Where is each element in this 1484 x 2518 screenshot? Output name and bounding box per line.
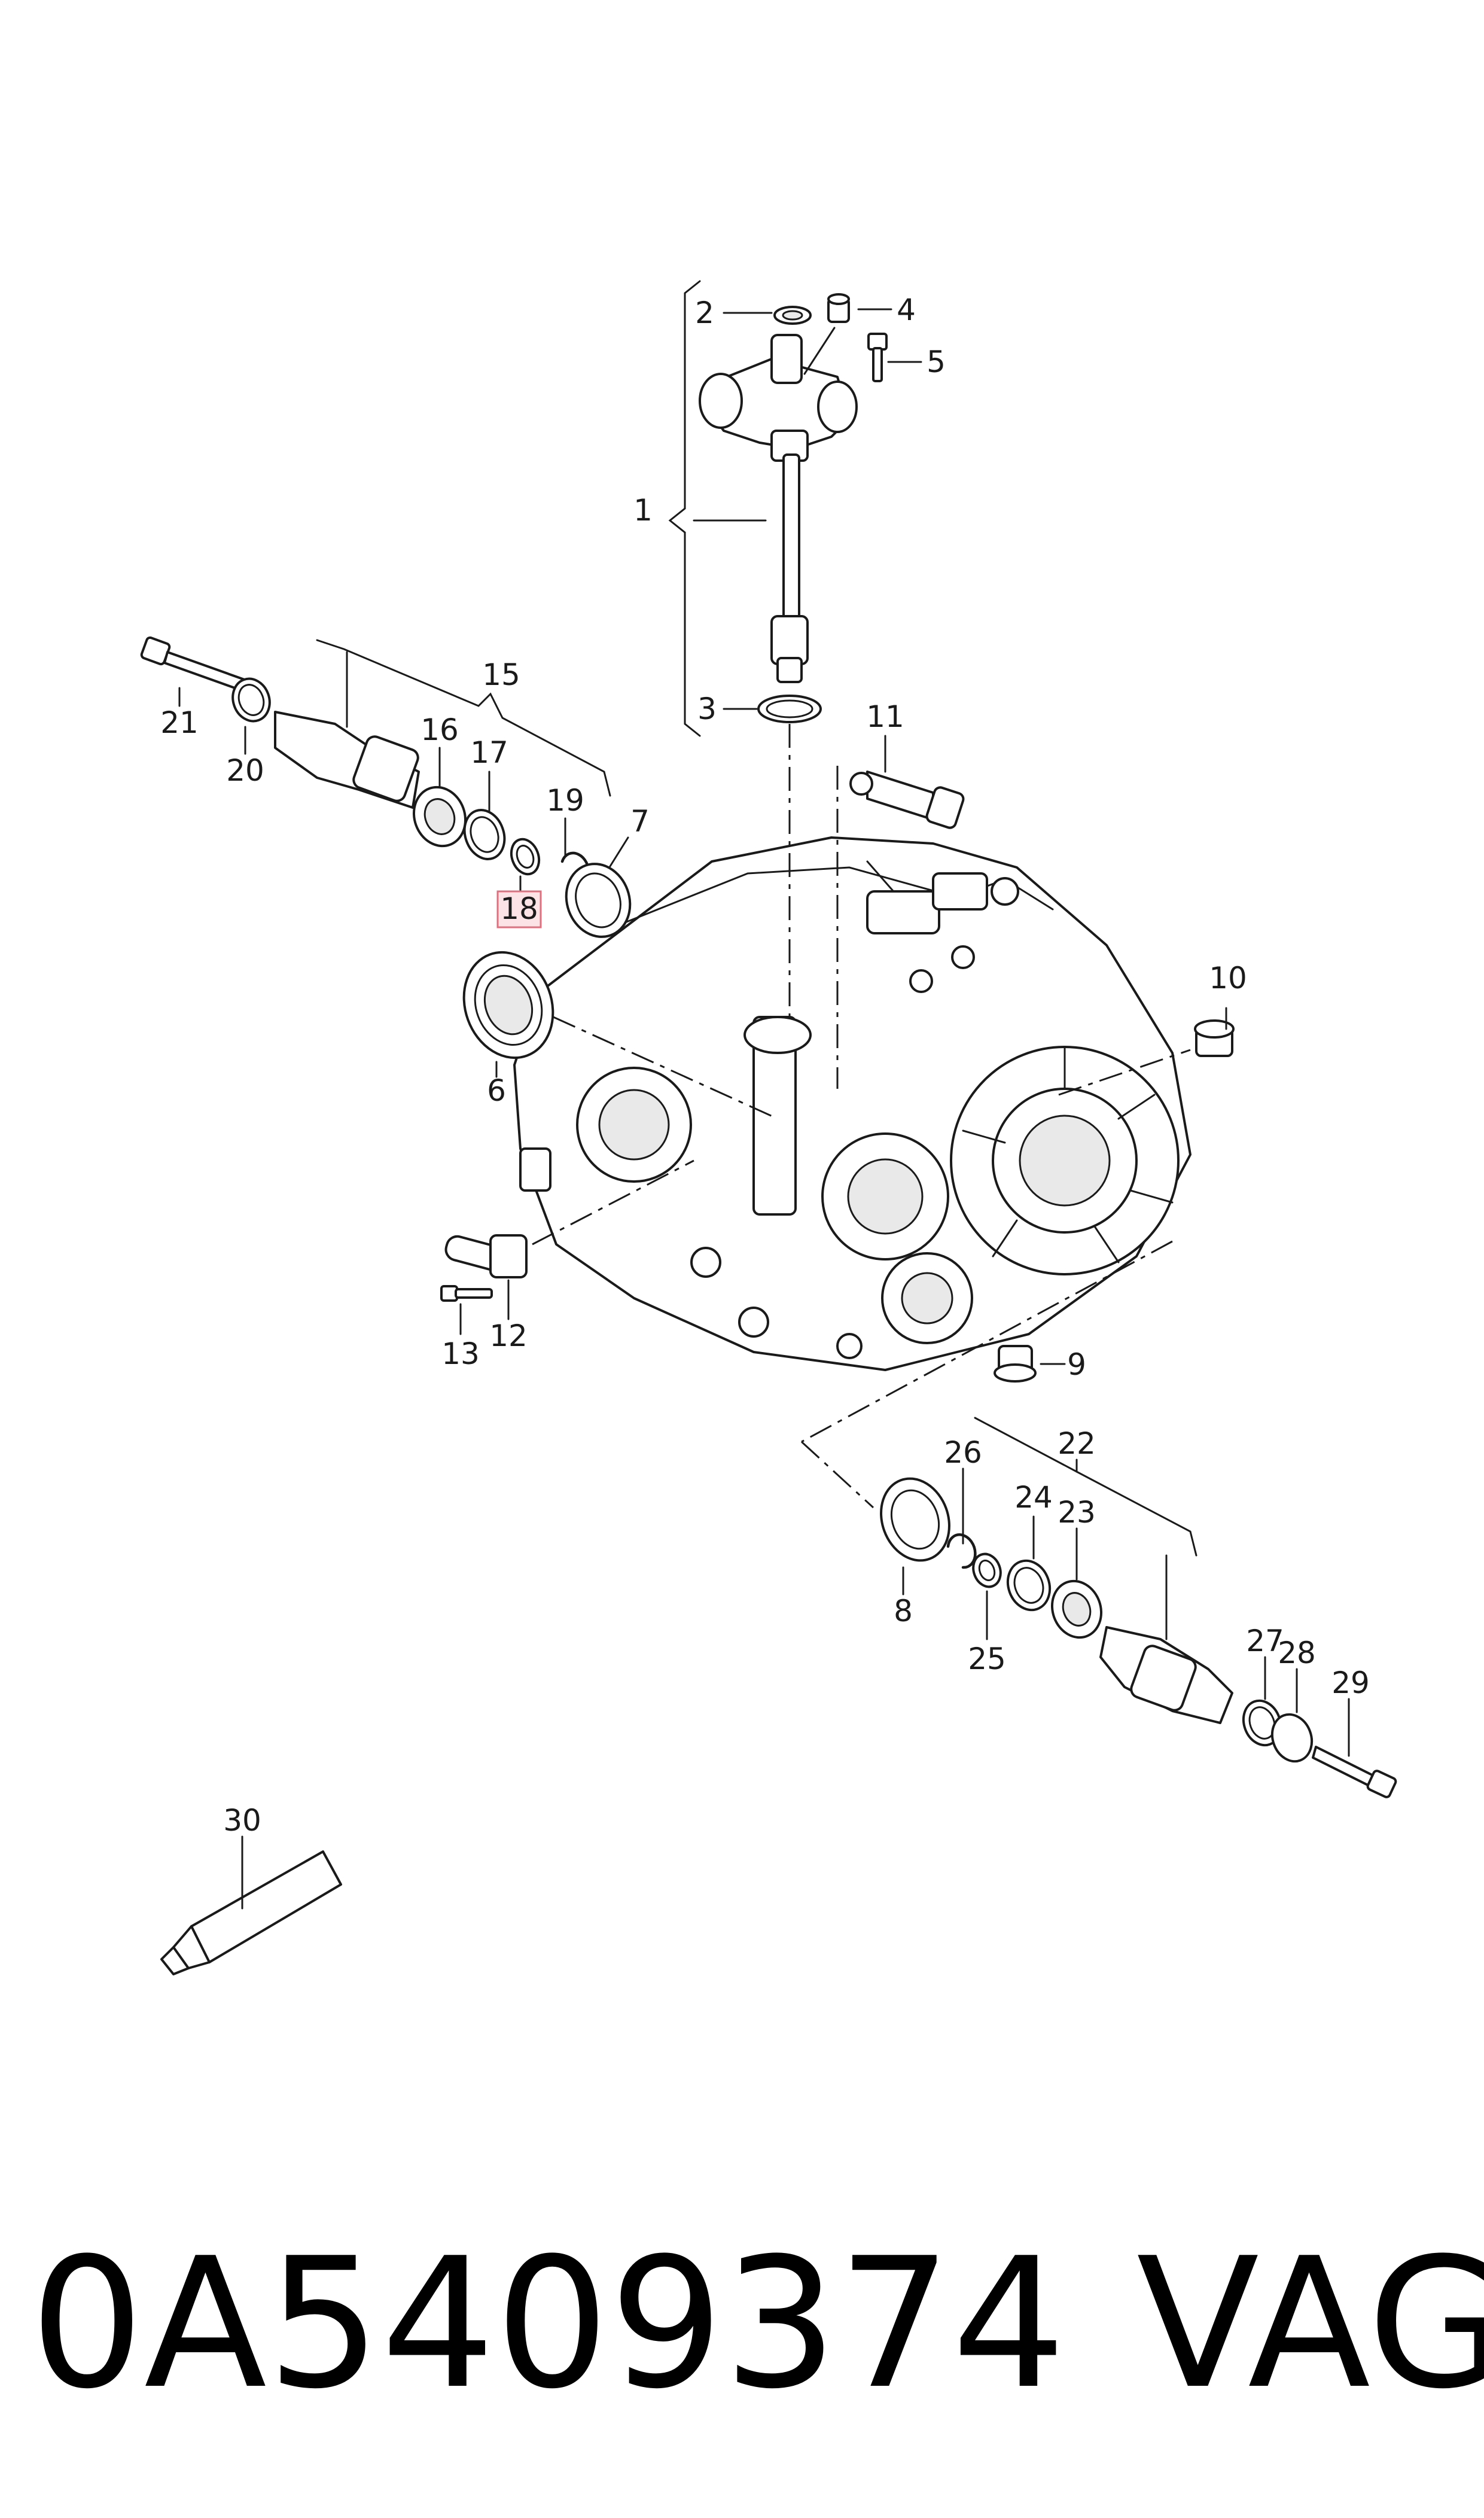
callout-2: 2 [695, 296, 714, 330]
callout-18-highlight [496, 890, 542, 928]
callout-5: 5 [927, 345, 946, 379]
right-flange-shaft-group [800, 1240, 1397, 1798]
callout-7: 7 [630, 804, 650, 839]
callout-27: 27 [1246, 1624, 1284, 1658]
part-number: 0A5409374 [30, 2219, 1066, 2428]
plug-9 [994, 1345, 1066, 1383]
grease-tube-30 [160, 1835, 342, 1975]
callout-19: 19 [546, 783, 584, 818]
callout-24: 24 [1014, 1480, 1053, 1515]
callout-22: 22 [1058, 1426, 1096, 1461]
callout-20: 20 [226, 753, 264, 788]
callout-28: 28 [1278, 1636, 1316, 1670]
callout-26: 26 [944, 1435, 982, 1470]
callout-29: 29 [1331, 1666, 1370, 1700]
brand-label: VAG [1136, 2219, 1484, 2428]
callout-labels: 1 2 3 4 5 6 7 8 9 10 11 12 13 15 16 17 1… [160, 293, 1370, 1838]
callout-30: 30 [223, 1803, 261, 1838]
callout-8: 8 [894, 1594, 913, 1628]
footer: 0A5409374 VAG [30, 2219, 1484, 2428]
sensor-12-and-bolt-13 [440, 1159, 694, 1335]
callout-10: 10 [1209, 961, 1247, 995]
shift-shaft-assembly [668, 280, 922, 1017]
callout-11: 11 [866, 699, 904, 734]
callout-21: 21 [160, 705, 199, 740]
gearbox-housing [513, 836, 1192, 1371]
callout-13: 13 [441, 1336, 480, 1371]
callout-12: 12 [489, 1319, 528, 1353]
callout-17: 17 [470, 735, 508, 770]
callout-3: 3 [697, 692, 717, 726]
callout-9: 9 [1067, 1347, 1086, 1382]
left-flange-shaft-group [140, 636, 778, 1120]
callout-18: 18 [500, 891, 538, 926]
callout-16: 16 [420, 713, 459, 747]
callout-25: 25 [968, 1642, 1006, 1676]
callout-4: 4 [897, 293, 916, 327]
callout-1: 1 [633, 493, 653, 528]
plug-10 [1058, 1007, 1235, 1096]
callout-6: 6 [487, 1073, 506, 1108]
callout-15: 15 [482, 657, 520, 692]
sensor-11 [836, 735, 965, 1089]
callout-23: 23 [1058, 1495, 1096, 1530]
